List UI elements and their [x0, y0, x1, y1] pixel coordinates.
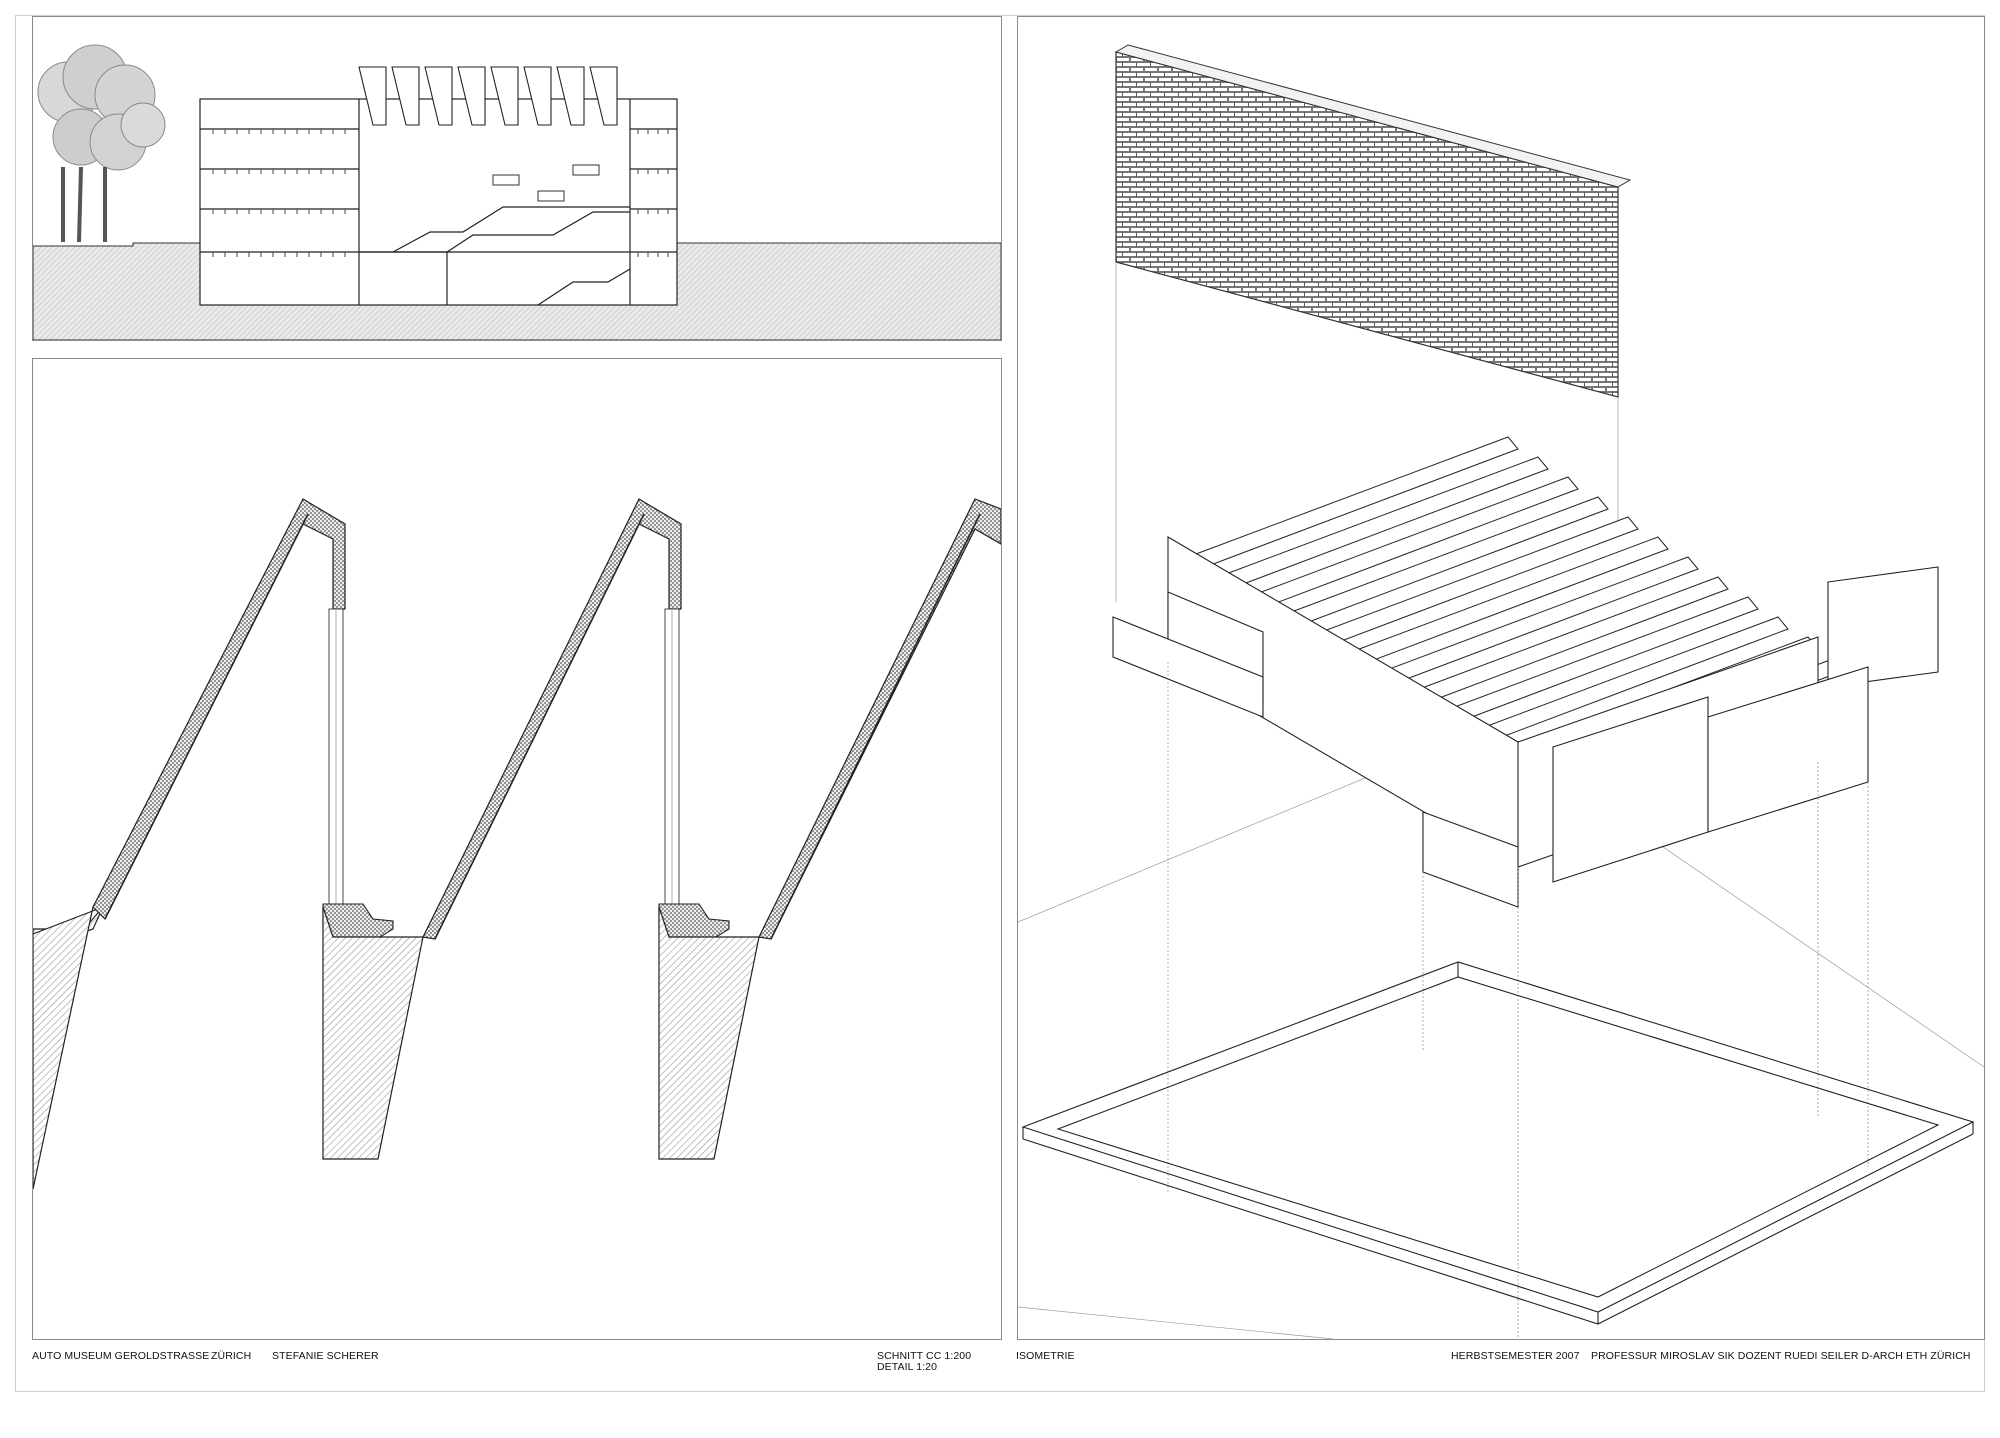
- semester-label: HERBSTSEMESTER 2007: [1451, 1350, 1580, 1362]
- author-name: STEFANIE SCHERER: [272, 1350, 379, 1362]
- section-panel: [32, 16, 1002, 341]
- view-title: ISOMETRIE: [1016, 1350, 1075, 1362]
- isometric-drawing: [1018, 44, 1984, 1339]
- project-title: AUTO MUSEUM GEROLDSTRASSE: [32, 1350, 210, 1362]
- drawing-sheet: AUTO MUSEUM GEROLDSTRASSE ZÜRICH STEFANI…: [15, 15, 1985, 1392]
- isometric-panel: [1017, 16, 1985, 1340]
- credits-label: PROFESSUR MIROSLAV SIK DOZENT RUEDI SEIL…: [1591, 1350, 1971, 1362]
- tree-icon: [37, 44, 166, 243]
- detail-scale-label: DETAIL 1:20: [877, 1361, 938, 1373]
- roof-detail-drawing: [33, 498, 1001, 1190]
- roof-detail-panel: [32, 358, 1002, 1340]
- building-section-drawing: [33, 44, 1001, 340]
- section-scale-label: SCHNITT CC 1:200: [877, 1350, 972, 1362]
- city-label: ZÜRICH: [211, 1350, 252, 1362]
